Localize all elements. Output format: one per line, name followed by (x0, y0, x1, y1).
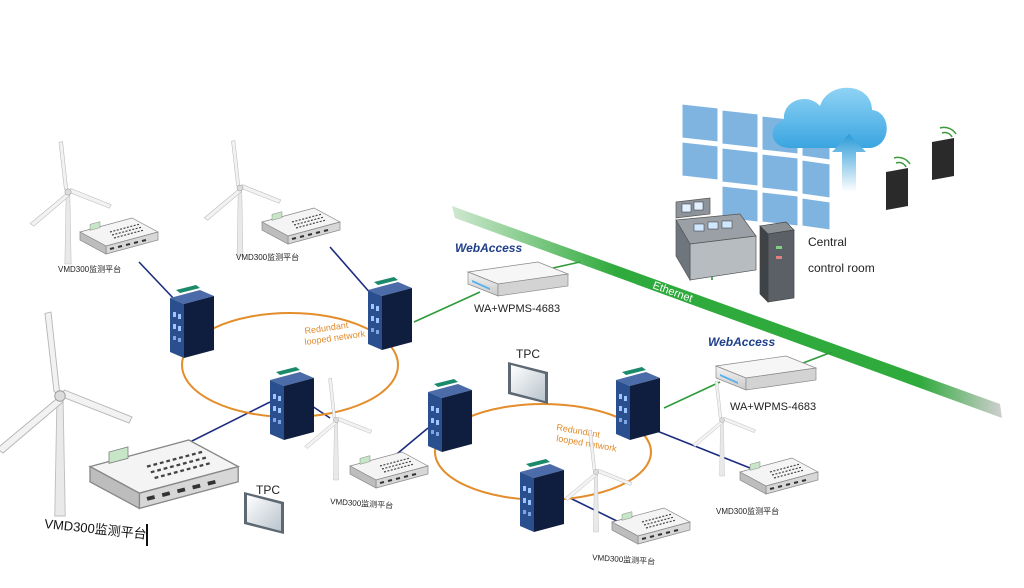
link-vmd1-switch1 (138, 261, 176, 301)
switch-icon (520, 459, 564, 532)
label-bar (146, 524, 148, 546)
vmd300-device (611, 507, 691, 545)
vmd300-device (261, 207, 341, 245)
vmd300-label: VMD300监测平台 (236, 252, 299, 262)
wifi-device-icon (931, 126, 957, 181)
vmd300-device (349, 451, 429, 489)
webaccess-logo: WebAccess (455, 241, 522, 255)
server-icon (715, 355, 817, 391)
vmd300-label: VMD300监测平台 (716, 506, 779, 516)
control-room-label-1: Central (808, 235, 847, 249)
ethernet-label: Ethernet (651, 280, 694, 306)
link-vmd2-switch2 (329, 246, 373, 296)
ethernet-backbone (452, 206, 1002, 418)
server-label: WA+WPMS-4683 (730, 401, 816, 413)
cloud-icon (772, 87, 887, 192)
tablet-icon (508, 362, 548, 404)
link-vmd5-switch6 (641, 424, 756, 471)
switch-icon (270, 367, 314, 440)
wifi-device-icon (885, 156, 911, 211)
vmd300-label: VMD300监测平台 (592, 552, 656, 566)
vmd300-device (88, 438, 241, 511)
vmd300-device (79, 217, 159, 255)
control-room-label-2: control room (808, 261, 875, 275)
vmd300-device (739, 457, 819, 495)
wind-turbine-icon (692, 380, 756, 477)
vmd300-label-large: VMD300监测平台 (44, 516, 148, 542)
tpc-label: TPC (256, 483, 280, 497)
switch-icon (428, 379, 472, 452)
vmd300-label: VMD300监测平台 (58, 264, 121, 274)
link-switch6-server2 (663, 381, 721, 409)
tpc-label: TPC (516, 347, 540, 361)
control-console-icon (675, 197, 795, 303)
vmd300-label: VMD300监测平台 (330, 496, 394, 510)
switch-icon (368, 277, 412, 350)
server-icon (467, 261, 569, 297)
wind-turbine-icon (204, 140, 282, 257)
server-label: WA+WPMS-4683 (474, 303, 560, 315)
switch-icon (170, 285, 214, 358)
tablet-icon (244, 492, 284, 534)
link-switch2-server1 (413, 291, 481, 323)
webaccess-logo: WebAccess (708, 335, 775, 349)
switch-icon (616, 367, 660, 440)
